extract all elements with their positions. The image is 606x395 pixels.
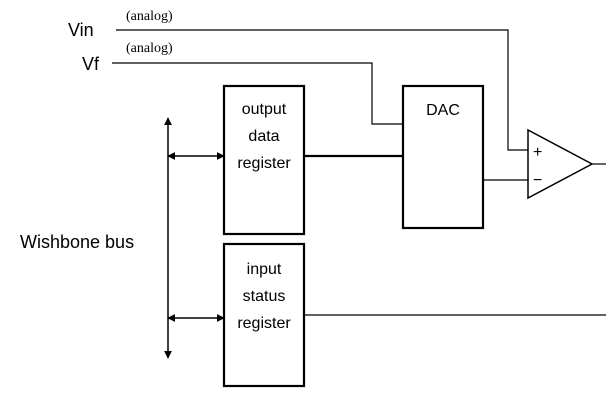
vin-label: Vin (68, 20, 94, 40)
input-register-line-2: status (243, 288, 286, 305)
output-register-line-2: data (248, 128, 279, 145)
comparator-plus-sign: + (533, 144, 542, 161)
input-status-register-box (222, 242, 306, 388)
dac-label: DAC (426, 102, 460, 119)
input-register-line-1: input (247, 261, 282, 278)
output-register-line-3: register (237, 155, 291, 172)
vf-label: Vf (82, 54, 100, 74)
vf-wire (112, 62, 403, 125)
vin-wire (116, 29, 528, 151)
input-register-line-3: register (237, 315, 291, 332)
comparator-symbol (527, 128, 594, 200)
vf-analog-note: (analog) (126, 41, 173, 56)
comparator-minus-sign: − (533, 172, 542, 189)
output-register-line-1: output (242, 101, 287, 118)
wishbone-bus-label: Wishbone bus (20, 232, 134, 252)
dac-box (401, 84, 485, 230)
output-data-register-box (222, 84, 306, 236)
vin-analog-note: (analog) (126, 9, 173, 24)
